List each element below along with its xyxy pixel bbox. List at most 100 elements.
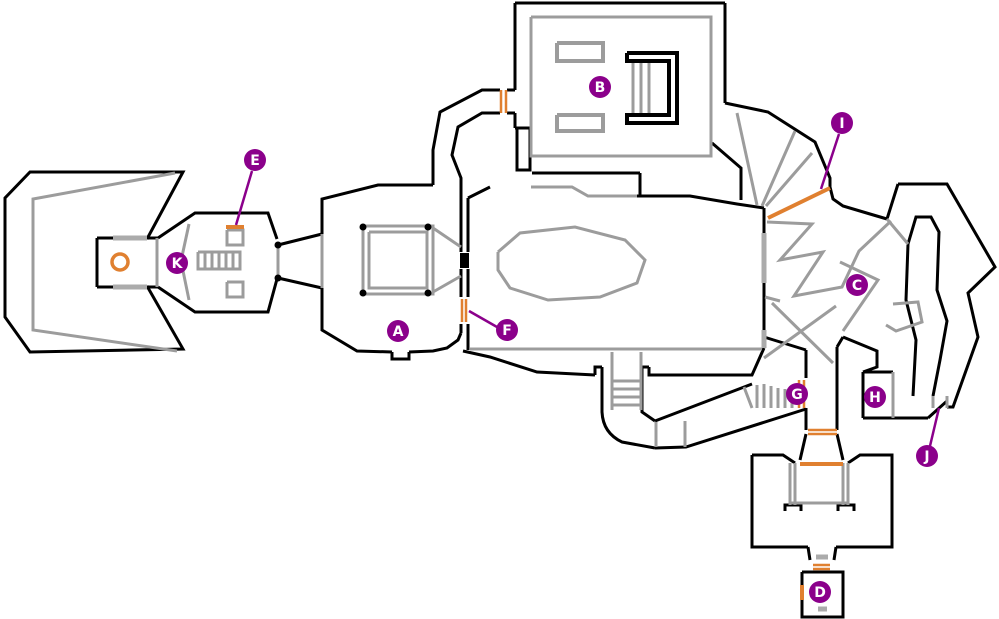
walls-gray-segment [788, 463, 850, 505]
walls-gray-segment [735, 112, 814, 207]
walls-black-segment [95, 236, 158, 289]
marker-letter: I [839, 116, 844, 132]
walls-black-segment [320, 183, 433, 234]
bracket-structure [625, 51, 679, 125]
platform-outlines-gray [555, 41, 605, 133]
marker-circle [831, 112, 853, 134]
marker-letter: F [502, 323, 512, 339]
marker-E: E [234, 149, 266, 226]
marker-circle [864, 386, 886, 408]
walls-black-segment [711, 141, 743, 200]
marker-D: D [809, 581, 831, 603]
marker-I: I [819, 112, 853, 190]
walls-gray-segment [529, 15, 713, 158]
walls-black-segment [640, 347, 766, 423]
bracket-structure-segment [625, 51, 679, 125]
marker-circle [166, 252, 188, 274]
walls-gray-segment [432, 226, 462, 294]
marker-leader-line [819, 133, 841, 190]
walls-black-segment [861, 370, 949, 420]
walls-black-segment [904, 243, 918, 397]
walls-black-segment [513, 1, 725, 172]
marker-letter: K [172, 256, 184, 272]
walls-gray-segment [610, 352, 643, 410]
marker-circle [846, 274, 868, 296]
walls-gray-segment [276, 234, 324, 288]
marker-B: B [589, 76, 611, 98]
walls-black-segment [842, 335, 879, 374]
marker-circle [809, 581, 831, 603]
doors-orange-single [226, 186, 843, 600]
walls-gray-segment [496, 225, 647, 302]
walls-gray-segment [839, 260, 881, 332]
walls-black-segment [798, 433, 845, 461]
walls-black-segment [750, 453, 894, 549]
walls-gray-segment [885, 300, 924, 333]
doors-orange-double-segment [813, 563, 830, 571]
doors-orange-double-segment [808, 428, 837, 436]
marker-leader-line [468, 309, 498, 329]
vertex-dot [424, 223, 432, 231]
walls-black-segment [450, 111, 515, 190]
walls-gray-segment [742, 384, 794, 409]
walls-black-segment [783, 503, 856, 511]
marker-K: K [166, 252, 188, 274]
walls-gray-segment [763, 301, 837, 365]
walls-black-segment [637, 194, 766, 348]
walls-gray-segment [531, 185, 637, 198]
doors-orange-double [460, 90, 837, 571]
marker-letter: E [250, 153, 260, 169]
marker-circle [589, 76, 611, 98]
walls-black-segment [654, 382, 807, 450]
walls-black-segment [431, 88, 515, 185]
marker-circle [916, 445, 938, 467]
marker-letter: D [814, 585, 826, 601]
vertex-dot [424, 289, 432, 297]
vertex-dot [274, 274, 282, 282]
walls-gray-segment [764, 295, 781, 303]
marker-letter: J [923, 449, 929, 465]
walls-gray-segment [931, 396, 949, 408]
walls-gray-thick-segment [113, 235, 147, 290]
marker-letter: G [791, 387, 803, 403]
walls-gray-segment [654, 421, 687, 447]
walls-gray-segment [885, 218, 910, 245]
vertex-dot [359, 289, 367, 297]
walls-gray [31, 15, 949, 505]
platform-outlines-gray-segment [555, 113, 605, 133]
marker-letter: C [852, 278, 862, 294]
marker-leader-line [234, 170, 254, 226]
vertex-dot [359, 223, 367, 231]
marker-H: H [864, 386, 886, 408]
walls-gray-thick [113, 233, 828, 612]
start-ring-icon [110, 252, 130, 272]
marker-F: F [468, 309, 518, 341]
marker-circle [496, 319, 518, 341]
marker-letter: B [595, 80, 606, 96]
walls-gray-segment [631, 61, 651, 115]
walls-gray-segment [361, 224, 435, 296]
walls-black-segment [466, 185, 491, 350]
walls-gray-segment [766, 219, 893, 299]
walls-black-segment [898, 182, 997, 409]
walls-black-segment [800, 570, 845, 619]
walls-black-segment [277, 232, 323, 290]
walls-black-segment [532, 171, 642, 196]
marker-letter: H [869, 390, 881, 406]
marker-J: J [916, 407, 941, 467]
walls-black-segment [723, 3, 832, 187]
marker-leader-line [928, 407, 941, 447]
walls-gray-segment [225, 228, 245, 299]
walls-gray-segment [31, 171, 178, 353]
marker-A: A [387, 320, 409, 342]
marker-circle [786, 383, 808, 405]
walls-black-segment [157, 211, 279, 314]
walls-black-segment [462, 349, 656, 450]
walls-black-segment [906, 215, 949, 397]
doors-orange-double-segment [499, 90, 508, 113]
walls-black-segment [806, 546, 838, 561]
walls-gray-segment [196, 250, 242, 271]
doors-orange-single-segment [767, 186, 831, 220]
